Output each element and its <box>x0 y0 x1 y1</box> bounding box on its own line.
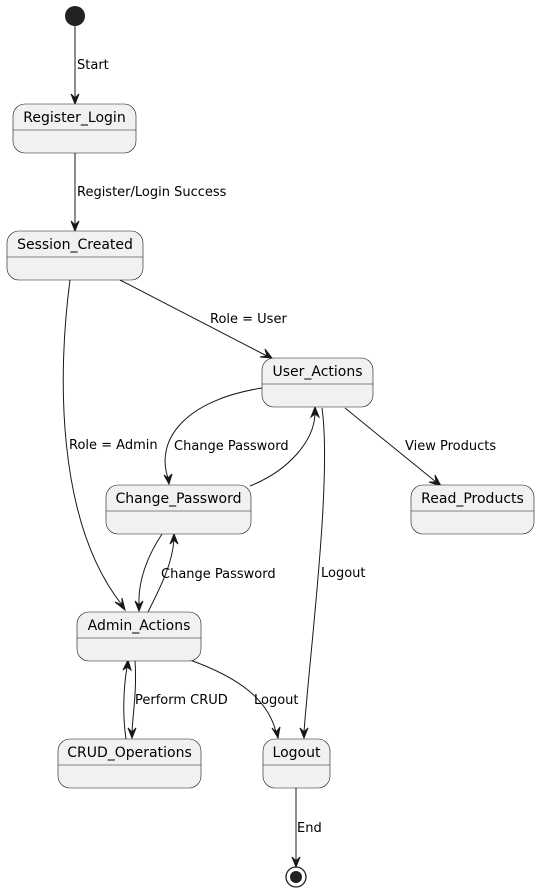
state-title: Admin_Actions <box>88 618 191 634</box>
edge-label-role-admin: Role = Admin <box>69 438 158 453</box>
start-marker-icon <box>65 6 85 26</box>
edge-role-admin <box>62 279 126 612</box>
edge-admin-logout <box>189 659 281 740</box>
state-title: Read_Products <box>421 491 524 507</box>
edge-perform-crud <box>127 660 137 740</box>
edge-label-user-logout: Logout <box>321 566 366 581</box>
edge-role-user <box>119 279 274 359</box>
edge-label-perform-crud: Perform CRUD <box>135 693 228 708</box>
edge-user-change-password <box>163 387 263 486</box>
edge-label-user-change-password: Change Password <box>174 439 289 454</box>
state-title: Session_Created <box>17 237 133 253</box>
edge-change-password-return <box>249 405 321 487</box>
state-title: Change_Password <box>116 491 242 507</box>
state-title: User_Actions <box>272 364 362 380</box>
state-user-actions: User_Actions <box>261 357 374 408</box>
edge-user-logout <box>299 407 326 740</box>
state-title: Register_Login <box>23 110 125 126</box>
edge-end <box>291 788 301 869</box>
edge-label-end: End <box>297 821 322 836</box>
edge-label-start: Start <box>77 58 109 73</box>
state-title: CRUD_Operations <box>67 745 192 761</box>
edge-label-admin-logout: Logout <box>254 693 299 708</box>
edge-crud-return <box>122 658 132 740</box>
edge-register-login-success <box>70 153 80 233</box>
edge-label-role-user: Role = User <box>210 312 287 327</box>
state-read-products: Read_Products <box>410 484 535 535</box>
edge-change-password-to-admin <box>134 533 163 613</box>
state-crud-operations: CRUD_Operations <box>57 738 202 789</box>
edge-label-register-login-success: Register/Login Success <box>77 185 227 200</box>
state-session-created: Session_Created <box>6 230 144 281</box>
state-title: Logout <box>273 745 321 761</box>
edge-start <box>70 26 80 106</box>
state-register-login: Register_Login <box>12 103 137 154</box>
edge-label-view-products: View Products <box>405 439 496 454</box>
edge-view-products <box>344 407 443 487</box>
edge-label-admin-change-password: Change Password <box>161 567 276 582</box>
state-logout: Logout <box>262 738 331 789</box>
edge-admin-change-password <box>147 532 179 613</box>
end-marker-icon <box>285 866 307 888</box>
state-change-password: Change_Password <box>105 484 252 535</box>
state-admin-actions: Admin_Actions <box>76 611 202 662</box>
